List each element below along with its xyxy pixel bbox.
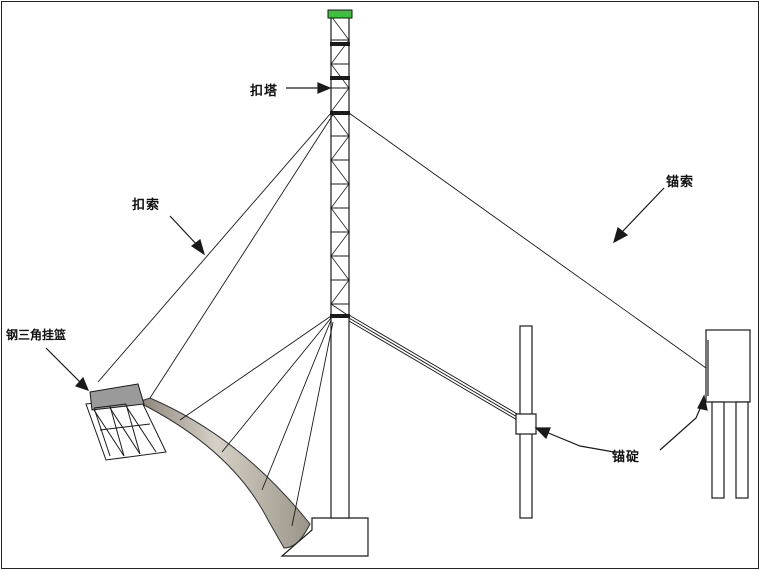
steel-triangle-cradle-label: 钢三角挂篮: [6, 328, 67, 342]
tower-label: 扣塔: [250, 84, 279, 99]
anchorage-foundation: [705, 329, 751, 499]
lattice-diagonal: [330, 279, 350, 305]
lattice-band: [330, 42, 350, 46]
tie-back-cable-label: 扣索: [132, 198, 161, 213]
tower-column: [330, 315, 350, 519]
lattice-diagonal: [330, 231, 350, 257]
leader-arrows: [45, 82, 708, 453]
arch-rib: [136, 397, 311, 549]
lattice-diagonal: [330, 87, 350, 113]
anchor-post: [515, 325, 537, 519]
anchor-cables: [348, 112, 749, 425]
lattice-diagonal: [330, 255, 350, 281]
tower-foundation: [280, 517, 369, 557]
steel-triangle-cradle: [85, 383, 167, 461]
anchor-cable-label: 锚索: [666, 175, 695, 190]
lattice-band: [330, 76, 350, 80]
lattice-band: [330, 111, 350, 115]
tower-lattice: [330, 15, 350, 318]
lattice-diagonal: [330, 159, 350, 185]
lattice-diagonal: [330, 207, 350, 233]
lattice-diagonal: [330, 111, 350, 137]
tower-top: [327, 9, 353, 19]
lattice-band: [330, 314, 350, 318]
anchor-block-label: 锚碇: [612, 450, 641, 465]
lattice-diagonal: [330, 135, 350, 161]
lattice-diagonal: [330, 15, 350, 41]
lattice-diagonal: [330, 183, 350, 209]
tie-back-cables: [97, 112, 335, 527]
